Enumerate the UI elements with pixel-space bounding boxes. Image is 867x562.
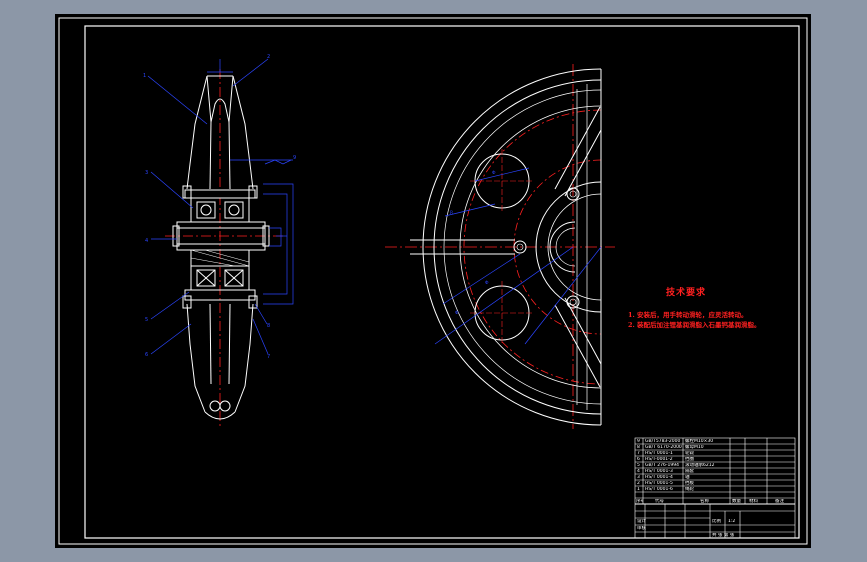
outer-frame: [58, 17, 808, 545]
part-code: GB/T5783-2000: [645, 439, 681, 444]
part-no: 6: [637, 457, 640, 462]
header-no: 序号: [636, 499, 643, 504]
part-no: 4: [637, 469, 640, 474]
scale-value: 1:2: [728, 519, 736, 524]
title-block: [634, 437, 796, 539]
balloon-numbers: 1 2 3 4 5 6 7 8 9: [143, 54, 296, 360]
part-no: 1: [637, 487, 640, 492]
part-code: HS/T-0001-2: [645, 457, 673, 462]
part-name: 轴: [685, 475, 690, 480]
designer-label: 设计: [637, 519, 646, 524]
part-code: HS/T 0001-4: [645, 475, 673, 480]
part-code: HS/T 0001-6: [645, 487, 673, 492]
svg-text:9: 9: [293, 155, 296, 161]
note-line-2: 2. 装配后加注锂基润滑脂入石墨钙基润滑脂。: [628, 321, 761, 329]
scale-label: 比例: [712, 519, 721, 524]
header-material: 材料: [749, 499, 758, 504]
svg-text:1: 1: [143, 73, 146, 79]
part-no: 7: [637, 451, 640, 456]
svg-text:4: 4: [145, 238, 148, 244]
inner-frame: [84, 25, 800, 539]
part-name: 螺母M10: [685, 445, 704, 450]
header-note: 备注: [775, 499, 784, 504]
svg-text:8: 8: [267, 323, 270, 329]
header-name: 名称: [700, 499, 709, 504]
section-view: [165, 69, 285, 429]
note-line-1: 1. 安装后，用手转动滑轮，应灵活转动。: [628, 311, 748, 319]
part-no: 9: [637, 439, 640, 444]
part-code: HS/T 0001-3: [645, 469, 673, 474]
part-no: 2: [637, 481, 640, 486]
sheet-info: 共 张 第 张: [712, 533, 735, 538]
part-no: 3: [637, 475, 640, 480]
part-name: 挡圈: [685, 457, 694, 462]
svg-text:7: 7: [267, 354, 270, 360]
header-qty: 数量: [732, 499, 741, 504]
part-name: 螺栓M10×30: [685, 439, 714, 444]
dim-label: R: [450, 210, 453, 216]
svg-text:2: 2: [267, 54, 270, 60]
part-name: 挡板: [685, 481, 694, 486]
part-name: 滚动轴承6212: [685, 463, 715, 468]
part-name: 绳轮: [685, 487, 694, 492]
front-dimensions: [434, 167, 602, 345]
front-view: [385, 64, 615, 429]
dim-label: Φ: [485, 280, 489, 286]
part-name: 隔套: [685, 469, 694, 474]
cad-drawing: 1 2 3 4 5 6 7 8 9: [58, 17, 808, 545]
part-code: GB/T 276-1994: [645, 463, 679, 468]
technical-requirements: 技术要求 1. 安装后，用手转动滑轮，应灵活转动。 2. 装配后加注锂基润滑脂入…: [628, 285, 788, 330]
header-code: 代号: [655, 499, 664, 504]
part-no: 5: [637, 463, 640, 468]
part-name: 轮毂: [685, 451, 694, 456]
part-no: 8: [637, 445, 640, 450]
notes-title: 技术要求: [666, 288, 707, 298]
part-code: HS/T 0001-5: [645, 481, 673, 486]
part-code: HS/T 0001-1: [645, 451, 673, 456]
svg-text:6: 6: [145, 352, 148, 358]
part-code: GB/T 6170-2000: [645, 445, 682, 450]
dim-label: Φ: [492, 170, 496, 176]
section-dimensions: [147, 58, 294, 355]
svg-text:5: 5: [145, 317, 148, 323]
svg-text:3: 3: [145, 170, 148, 176]
dim-label: Φ: [455, 310, 459, 316]
drawing-sheet: 1 2 3 4 5 6 7 8 9: [55, 14, 811, 548]
checker-label: 审核: [637, 526, 646, 531]
